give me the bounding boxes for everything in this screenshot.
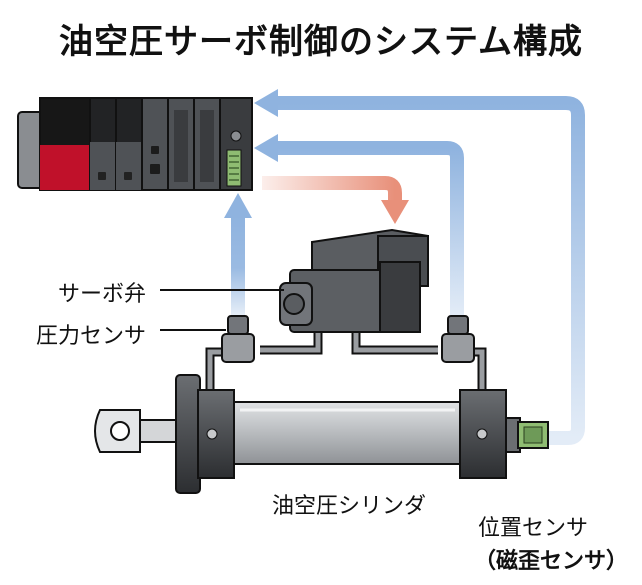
- position-sensor-label: 位置センサ: [478, 516, 589, 541]
- pressure-sensor-right-icon: [441, 315, 475, 363]
- pressure-feedback-arrow-right: [254, 134, 464, 316]
- pressure-feedback-arrow-left: [224, 193, 252, 320]
- cylinder-label: 油空圧シリンダ: [272, 494, 427, 519]
- pressure-sensor-label: 圧力センサ: [36, 324, 147, 349]
- servo-valve-label: サーボ弁: [58, 282, 147, 307]
- hydraulic-cylinder-icon: [94, 374, 521, 494]
- position-feedback-arrow: [254, 89, 585, 445]
- control-signal-arrow: [262, 176, 409, 224]
- pressure-sensor-left-icon: [221, 315, 255, 363]
- position-sensor-icon: [517, 421, 549, 449]
- plc-rack-icon: [17, 97, 253, 191]
- page-title: 油空圧サーボ制御のシステム構成: [59, 22, 583, 62]
- magnetic-sensor-label: （磁歪センサ）: [474, 549, 629, 574]
- servo-valve-icon: [279, 228, 429, 333]
